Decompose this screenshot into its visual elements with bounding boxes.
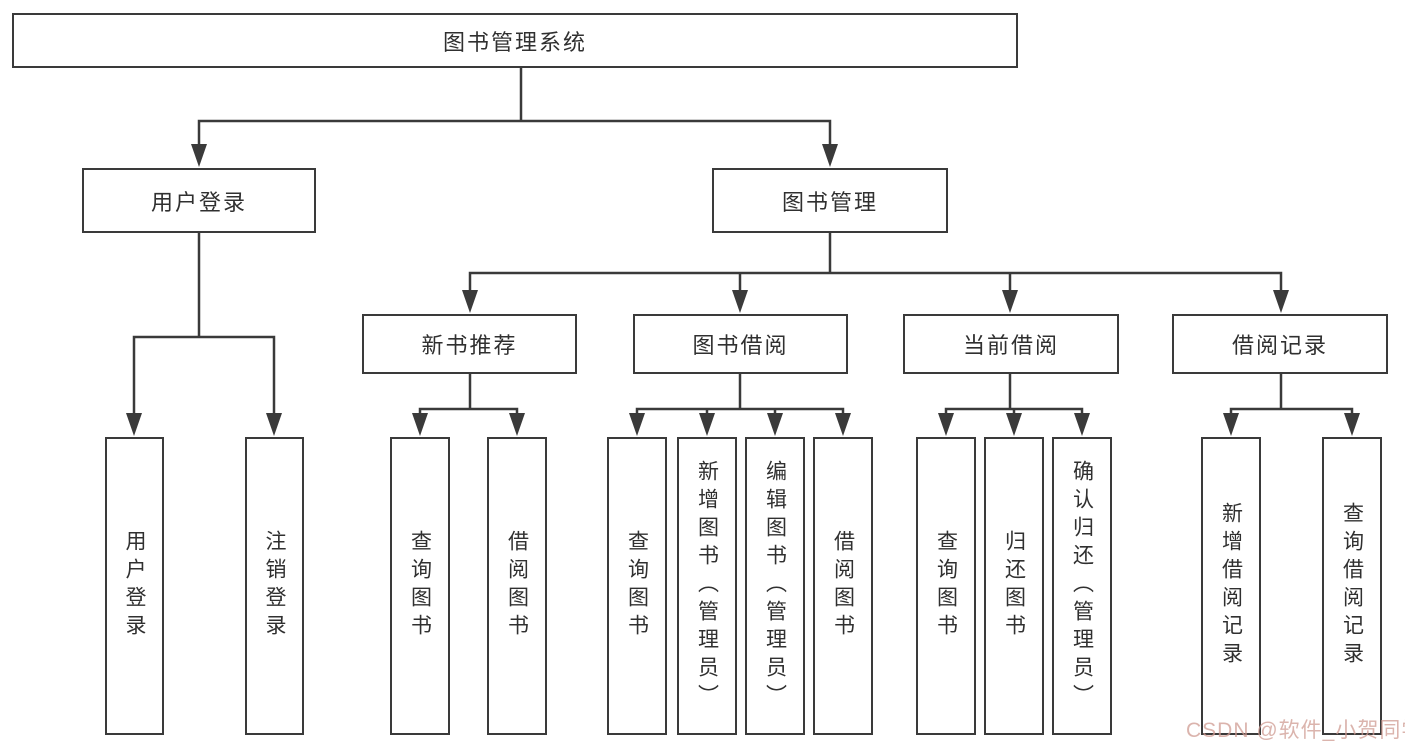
leaf-confirm-return-admin: 确认归还（管理员） [1052, 437, 1112, 735]
leaf-borrow-books-2: 借阅图书 [813, 437, 873, 735]
arrowhead [822, 144, 838, 167]
leaf-borrow-books-recommend: 借阅图书 [487, 437, 547, 735]
leaf-add-book-admin: 新增图书（管理员） [677, 437, 737, 735]
connector-borrow-records-split [1229, 374, 1354, 420]
leaf-query-books-borrow-label: 查询图书 [625, 530, 649, 642]
arrowhead [629, 413, 645, 436]
leaf-edit-book-admin: 编辑图书（管理员） [745, 437, 805, 735]
arrowhead [1006, 413, 1022, 436]
leaf-borrow-books-recommend-label: 借阅图书 [505, 530, 529, 642]
node-current-borrow: 当前借阅 [903, 314, 1119, 374]
leaf-query-borrow-record: 查询借阅记录 [1322, 437, 1382, 735]
arrowhead [699, 413, 715, 436]
leaf-edit-book-admin-label: 编辑图书（管理员） [763, 460, 787, 712]
node-book-borrow: 图书借阅 [633, 314, 848, 374]
arrowhead [412, 413, 428, 436]
node-new-book-recommend-label: 新书推荐 [421, 333, 518, 358]
node-new-book-recommend: 新书推荐 [362, 314, 577, 374]
leaf-query-books-current: 查询图书 [916, 437, 976, 735]
leaf-return-book-label: 归还图书 [1002, 530, 1026, 642]
node-borrow-records-label: 借阅记录 [1231, 333, 1328, 358]
connector-root-split [197, 68, 832, 150]
leaf-user-login: 用户登录 [105, 437, 164, 735]
arrowhead [1273, 290, 1289, 313]
leaf-user-login-label: 用户登录 [123, 530, 146, 642]
arrowhead [1223, 413, 1239, 436]
node-book-borrow-label: 图书借阅 [692, 333, 789, 358]
node-book-management-label: 图书管理 [781, 189, 878, 215]
arrowhead [1344, 413, 1360, 436]
leaf-query-books-recommend: 查询图书 [390, 437, 450, 735]
node-current-borrow-label: 当前借阅 [962, 333, 1059, 358]
connector-book-borrow-split [635, 374, 845, 420]
leaf-borrow-books-2-label: 借阅图书 [831, 530, 855, 642]
leaf-logout: 注销登录 [245, 437, 304, 735]
node-user-login: 用户登录 [82, 168, 316, 233]
leaf-return-book: 归还图书 [984, 437, 1044, 735]
arrowhead [191, 144, 207, 167]
leaf-add-borrow-record: 新增借阅记录 [1201, 437, 1261, 735]
arrowhead [126, 413, 142, 436]
arrowhead [1002, 290, 1018, 313]
arrowhead [509, 413, 525, 436]
node-root: 图书管理系统 [12, 13, 1018, 68]
leaf-query-books-recommend-label: 查询图书 [408, 530, 432, 642]
leaf-logout-label: 注销登录 [263, 530, 286, 642]
leaf-confirm-return-admin-label: 确认归还（管理员） [1070, 460, 1094, 712]
arrowhead [835, 413, 851, 436]
node-book-management: 图书管理 [712, 168, 948, 233]
connector-book-management-split [468, 233, 1283, 296]
node-root-label: 图书管理系统 [442, 29, 587, 55]
connector-new-book-split [418, 374, 519, 420]
arrowhead [462, 290, 478, 313]
node-borrow-records: 借阅记录 [1172, 314, 1388, 374]
arrowhead [732, 290, 748, 313]
leaf-query-borrow-record-label: 查询借阅记录 [1340, 502, 1364, 670]
leaf-add-borrow-record-label: 新增借阅记录 [1219, 502, 1243, 670]
node-user-login-label: 用户登录 [150, 189, 247, 215]
leaf-query-books-current-label: 查询图书 [934, 530, 958, 642]
leaf-add-book-admin-label: 新增图书（管理员） [695, 460, 719, 712]
csdn-watermark: CSDN @软件_小贺同学 [1186, 719, 1405, 742]
arrowhead [767, 413, 783, 436]
arrowhead [938, 413, 954, 436]
arrowhead [1074, 413, 1090, 436]
connector-user-login-split [132, 233, 276, 420]
arrowhead [266, 413, 282, 436]
leaf-query-books-borrow: 查询图书 [607, 437, 667, 735]
